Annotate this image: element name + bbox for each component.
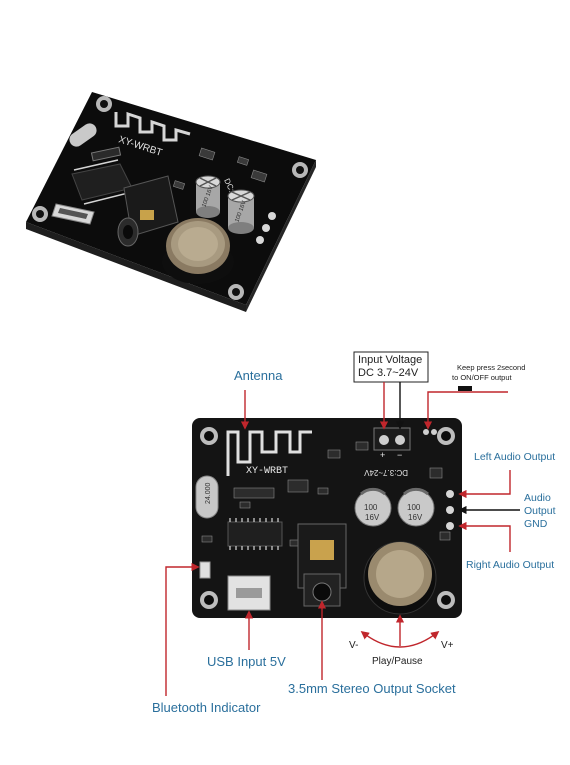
dc-input-terminals: + − (373, 427, 411, 460)
smd-components (201, 441, 451, 547)
antenna-trace (226, 430, 312, 476)
plus-sign: + (380, 450, 385, 460)
capacitor-left: 100 16V (354, 487, 392, 527)
keep-press-line2: to ON/OFF output (452, 373, 512, 382)
v-minus-label: V- (349, 640, 359, 651)
usb-port (227, 575, 271, 611)
audio-output-pins (446, 490, 454, 530)
mounting-holes-bottom (200, 427, 455, 609)
play-pause-label: Play/Pause (372, 656, 423, 667)
socket-label: 3.5mm Stereo Output Socket (288, 681, 456, 696)
onoff-button-symbol (458, 386, 472, 391)
right-audio-line (458, 521, 511, 552)
capacitor-right-top (227, 189, 255, 234)
cap-right-value: 100 (407, 503, 421, 512)
keep-press-line1: Keep press 2second (457, 363, 526, 372)
volume-knob (363, 541, 437, 615)
volume-arc (360, 630, 440, 648)
input-voltage-line1: Input Voltage (358, 354, 423, 366)
photo-cap-right-label: 100 16V (235, 200, 248, 223)
silk-voltage: DC:3.7~24V (364, 468, 408, 477)
knob-top (162, 218, 234, 284)
capacitor-right: 100 16V (397, 487, 435, 527)
left-audio-label: Left Audio Output (474, 451, 556, 463)
board-photo-top: XY-WRBT DC:3.7-24V (26, 92, 316, 312)
usb-input-label: USB Input 5V (207, 654, 286, 669)
audio-output-label-1: Audio (524, 492, 551, 504)
cap-left-value: 100 (364, 503, 378, 512)
input-voltage-box (353, 351, 429, 383)
silk-model: XY-WRBT (246, 466, 288, 477)
right-audio-label: Right Audio Output (466, 559, 555, 571)
bluetooth-indicator-line (165, 562, 200, 696)
small-chip-top (90, 146, 122, 162)
header-pins-top (256, 212, 276, 244)
antenna-label: Antenna (234, 368, 283, 383)
main-ic (227, 518, 283, 550)
audio-jack-top (117, 175, 179, 247)
antenna-trace-top (114, 111, 191, 142)
capacitor-left-top (195, 175, 221, 218)
mounting-holes-top (32, 96, 308, 300)
usb-port-top (51, 203, 95, 225)
input-voltage-line2: DC 3.7~24V (358, 367, 419, 379)
cap-right-voltage: 16V (408, 513, 423, 522)
gnd-label: GND (524, 518, 548, 530)
audio-jack (297, 523, 347, 607)
left-audio-line (458, 470, 511, 499)
bluetooth-led (199, 561, 211, 579)
cap-left-voltage: 16V (365, 513, 380, 522)
photo-cap-left-label: 100 16V (202, 185, 215, 208)
crystal-top (69, 123, 97, 147)
audio-output-label-2: Output (524, 505, 556, 517)
onoff-button-pads (423, 429, 437, 435)
minus-sign: − (397, 450, 402, 460)
bluetooth-indicator-label: Bluetooth Indicator (152, 700, 261, 715)
photo-cap-labels: 100 16V 100 16V (202, 185, 248, 223)
v-plus-label: V+ (441, 640, 454, 651)
crystal-label: 24.000 (205, 482, 212, 504)
onoff-button-line (423, 391, 508, 430)
smd-components-top (172, 147, 268, 190)
crystal-oscillator: 24.000 (195, 475, 219, 519)
